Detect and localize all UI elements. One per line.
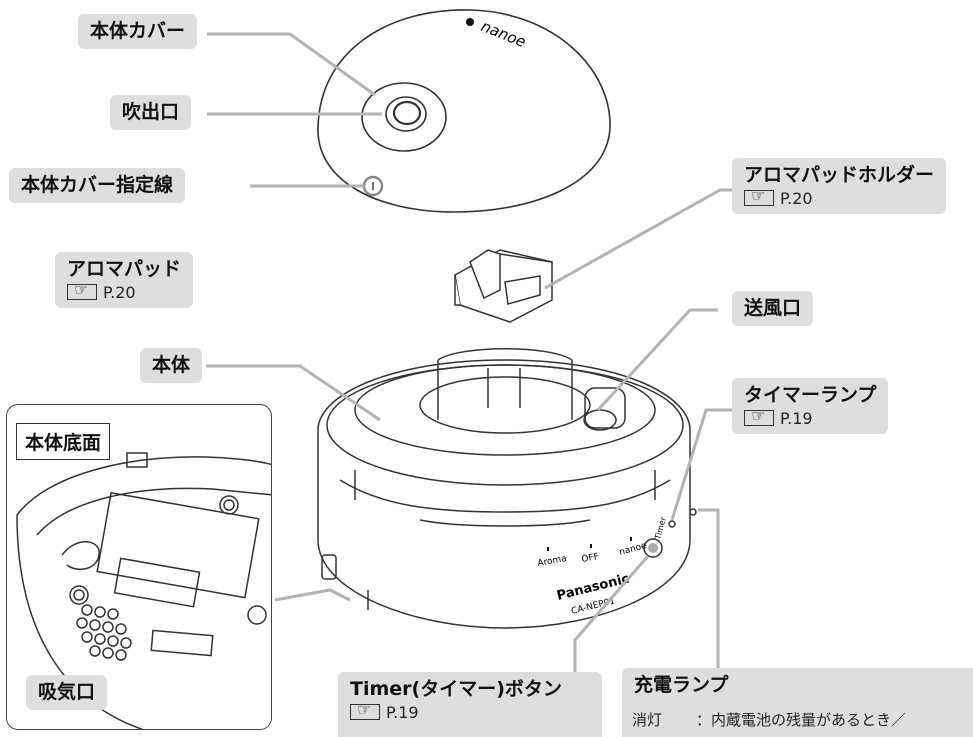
aroma-pad-ref-text: P.20 — [103, 282, 136, 302]
timer-lamp-title: タイマーランプ — [744, 384, 877, 406]
label-main-body: 本体 — [140, 348, 203, 383]
leader-lines — [94, 32, 738, 678]
aroma-holder-ref-text: P.20 — [780, 188, 813, 208]
page-ref-icon — [67, 280, 97, 301]
charge-desc-text: ：内蔵電池の残量があるとき／ — [696, 711, 907, 729]
mode-label-off: OFF — [581, 552, 600, 565]
label-body-cover: 本体カバー — [78, 14, 198, 49]
aroma-holder-title: アロマパッドホルダー — [744, 164, 935, 186]
charge-lamp-title: 充電ランプ — [634, 674, 729, 696]
label-aroma-pad: アロマパッド P.20 — [55, 252, 194, 308]
label-charge-lamp: 充電ランプ — [622, 668, 973, 737]
page-ref-icon — [350, 700, 380, 721]
body-cover-illustration — [317, 9, 611, 213]
page-ref-icon — [744, 186, 774, 207]
label-aroma-holder: アロマパッドホルダー P.20 — [732, 158, 947, 214]
bottom-view-title: 本体底面 — [16, 423, 111, 460]
aroma-holder-ref: P.20 — [744, 186, 934, 208]
label-timer-lamp: タイマーランプ P.19 — [732, 378, 889, 434]
label-cover-line: 本体カバー指定線 — [9, 168, 186, 203]
timer-button-title: Timer(タイマー)ボタン — [350, 678, 562, 700]
label-timer-button: Timer(タイマー)ボタン P.19 — [338, 672, 602, 737]
timer-button-ref-text: P.19 — [386, 702, 419, 722]
cover-logo-mark — [466, 18, 474, 26]
bottom-view-illustration — [16, 452, 271, 729]
timer-lamp-ref: P.19 — [744, 406, 876, 428]
label-blower: 送風口 — [732, 291, 814, 326]
label-outlet: 吹出口 — [110, 95, 192, 130]
charge-lamp-note: 消灯 ：内蔵電池の残量があるとき／ — [632, 709, 906, 730]
main-body-illustration — [317, 348, 697, 629]
timer-lamp-ref-text: P.19 — [780, 408, 813, 428]
label-intake: 吸気口 — [26, 675, 108, 710]
timer-button-ref: P.19 — [350, 700, 590, 722]
page-ref-icon — [744, 406, 774, 427]
aroma-pad-illustration — [454, 249, 553, 323]
charge-state-text: 消灯 — [632, 711, 663, 729]
aroma-pad-title: アロマパッド — [67, 258, 182, 280]
aroma-pad-ref: P.20 — [67, 280, 181, 302]
